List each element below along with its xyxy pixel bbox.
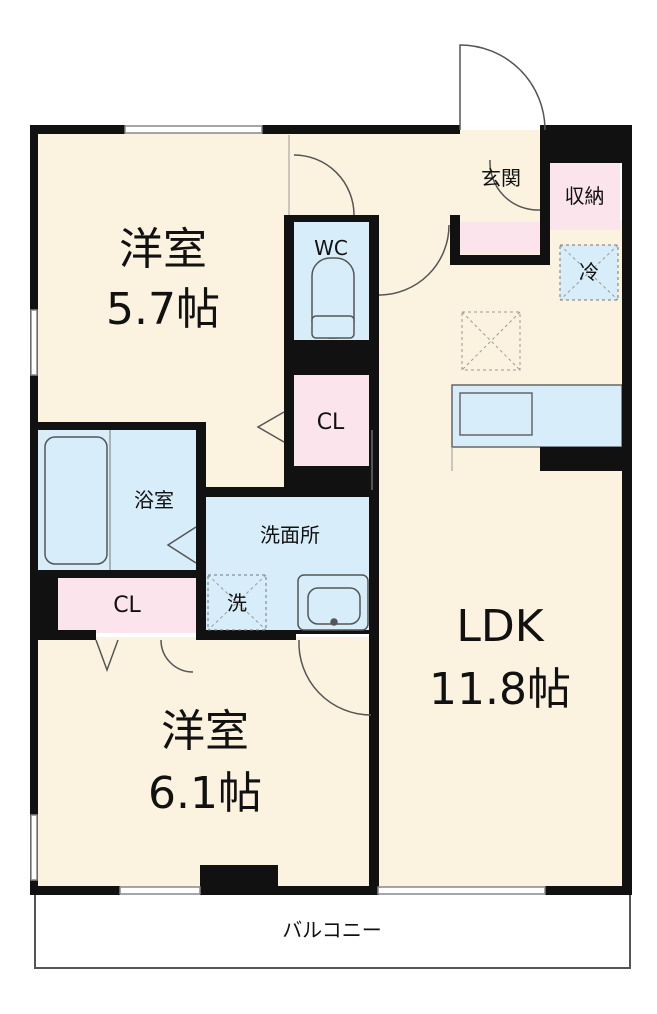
- western-room-2-name: 洋室: [161, 706, 249, 757]
- balcony-area: [34, 892, 631, 969]
- thin-partitions: [288, 135, 453, 490]
- walls: [30, 125, 632, 895]
- western-room-2-size: 6.1帖: [148, 768, 262, 819]
- western-room-1-name: 洋室: [119, 224, 207, 275]
- entrance-floor: [459, 130, 544, 222]
- bathtub: [44, 436, 108, 565]
- closet-2-label: CL: [113, 593, 141, 618]
- washroom-label: 洗面所: [260, 523, 320, 547]
- ldk-name: LDK: [456, 601, 544, 652]
- shoe-box: [460, 222, 540, 254]
- fridge-label: 冷: [579, 260, 599, 284]
- balcony-label: バルコニー: [282, 918, 382, 942]
- western-room-1-floor: [36, 130, 289, 422]
- washer-label: 洗: [227, 591, 247, 615]
- closet-1-floor: [292, 375, 369, 468]
- door-swings: [95, 44, 546, 716]
- wc-label: WC: [314, 236, 348, 260]
- closet-1-label: CL: [316, 410, 345, 435]
- corridor-floor: [289, 130, 459, 220]
- storage-floor: [549, 162, 620, 230]
- wash-basin: [297, 574, 369, 631]
- bathroom-label: 浴室: [134, 488, 174, 512]
- ldk-size: 11.8帖: [429, 664, 571, 715]
- windows: [30, 125, 546, 895]
- storage-label: 収納: [564, 184, 605, 208]
- closet-2-floor: [58, 578, 196, 633]
- hall-floor: [205, 422, 289, 492]
- toilet: [311, 257, 355, 339]
- kitchen-sink: [459, 392, 533, 436]
- western-room-1-size: 5.7帖: [106, 284, 220, 335]
- western-room-2-floor: [36, 637, 372, 890]
- entrance-label: 玄関: [481, 166, 521, 190]
- ldk-floor: [372, 220, 630, 890]
- ceiling-hatch: [461, 311, 521, 371]
